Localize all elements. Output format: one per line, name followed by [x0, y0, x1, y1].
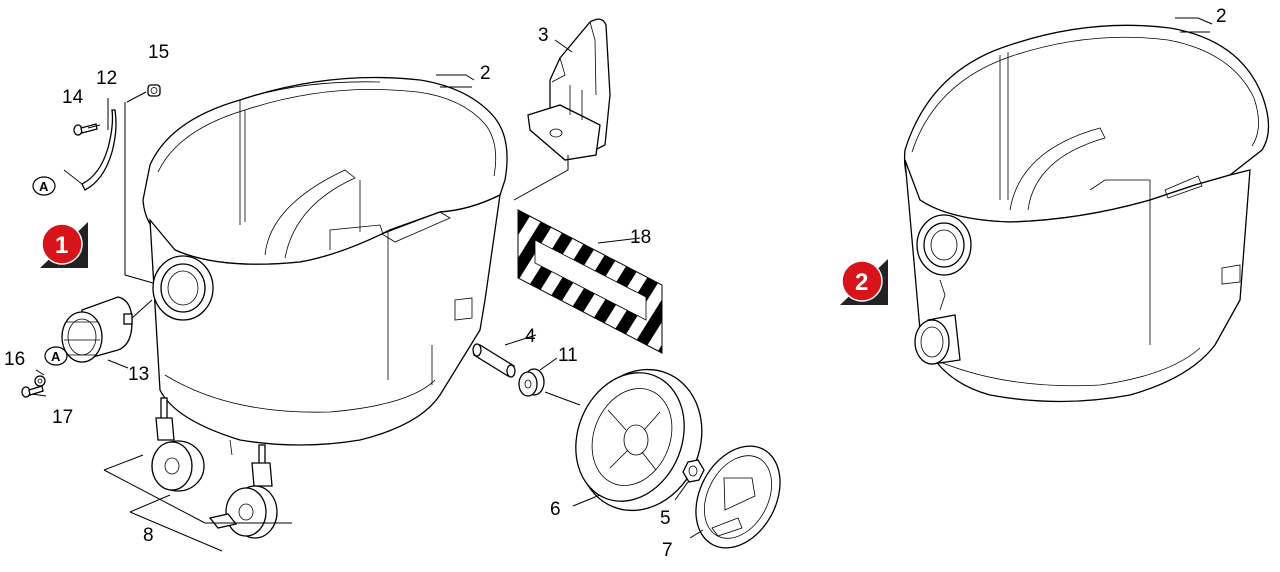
container-tank-view-2: [903, 24, 1270, 403]
callout-7: 7: [662, 540, 673, 561]
part-4-axle: [472, 343, 516, 378]
callout-8: 8: [143, 525, 154, 546]
callout-16: 16: [4, 349, 25, 370]
callout-17: 17: [52, 407, 73, 428]
callout-labels: 2 2 3 4 5 6 7 8 11 12 13 14 15 16 17 18: [4, 6, 1227, 561]
callout-18: 18: [630, 227, 651, 248]
callout-11: 11: [558, 345, 578, 366]
callout-6: 6: [550, 499, 561, 520]
leader-lines-view-2: [1175, 17, 1213, 33]
part-18-warning-label: [517, 209, 663, 354]
part-13-sleeve: [61, 296, 133, 363]
svg-text:A: A: [39, 179, 49, 194]
callout-14: 14: [62, 87, 84, 108]
svg-text:A: A: [51, 349, 61, 364]
svg-text:1: 1: [55, 232, 68, 259]
part-6-wheel: [575, 368, 703, 512]
marker-a-bottom: A: [44, 346, 68, 366]
view-badge-2: 2: [840, 259, 888, 305]
part-12-clip: [63, 109, 117, 191]
leader-lines-view-1: [31, 39, 704, 552]
part-7-hub-cap: [695, 445, 781, 549]
callout-12: 12: [96, 68, 117, 89]
part-5-nut: [682, 459, 705, 483]
marker-a-top: A: [32, 176, 56, 196]
callout-4: 4: [525, 326, 536, 347]
part-17-screw: [21, 385, 44, 398]
callout-13: 13: [128, 364, 149, 385]
callout-5: 5: [660, 508, 671, 529]
callout-15: 15: [148, 42, 169, 63]
part-3-bracket: [527, 18, 611, 161]
callout-2-view-2: 2: [1216, 6, 1227, 27]
svg-text:2: 2: [855, 269, 868, 296]
part-11-spacer: [518, 368, 545, 397]
part-14-screw: [73, 123, 98, 136]
callout-2-view-1: 2: [480, 63, 491, 84]
part-8-caster-left: [151, 397, 205, 492]
part-8-caster-right: [208, 444, 278, 539]
callout-3: 3: [538, 25, 549, 46]
part-16-washer: [34, 375, 46, 387]
container-tank-view-1: [142, 76, 508, 456]
part-15-nut: [147, 84, 161, 97]
view-badge-1: 1: [40, 222, 88, 268]
